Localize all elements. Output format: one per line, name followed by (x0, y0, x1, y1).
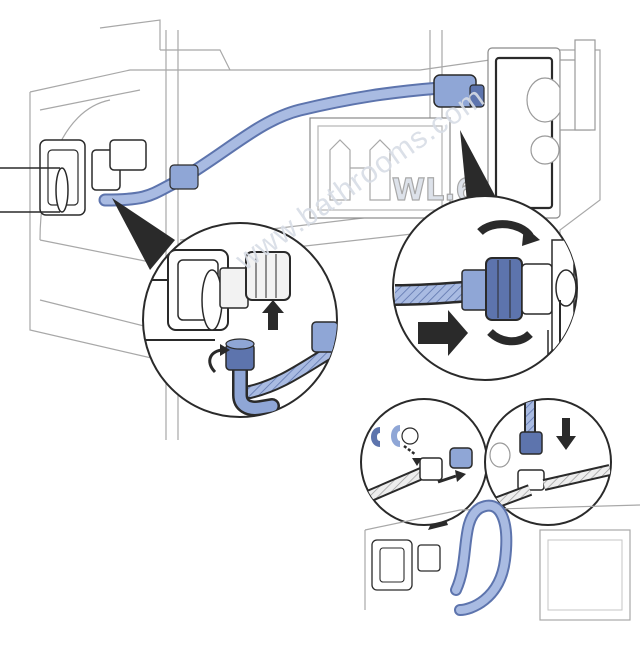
callout-pointer (460, 130, 500, 212)
down-arrow-icon (556, 418, 576, 450)
detail-angle-valve (142, 222, 338, 418)
callout-pointer (112, 198, 175, 270)
bottom-overview (364, 499, 640, 621)
detail-seal-parts (360, 398, 488, 526)
rotate-arrow-head-icon (522, 226, 540, 246)
rotate-arrow-icon (487, 328, 533, 346)
supply-hose (98, 74, 485, 207)
small-arrow-icon (412, 458, 422, 466)
rotate-arrow-head-icon (220, 344, 230, 356)
detail-down-connection (484, 398, 612, 526)
installation-frame: WL.6 (0, 19, 601, 440)
right-arrow-icon (418, 310, 468, 356)
detail-union-nut (392, 195, 578, 381)
small-arrow-icon (455, 470, 466, 482)
up-arrow-icon (262, 300, 284, 330)
